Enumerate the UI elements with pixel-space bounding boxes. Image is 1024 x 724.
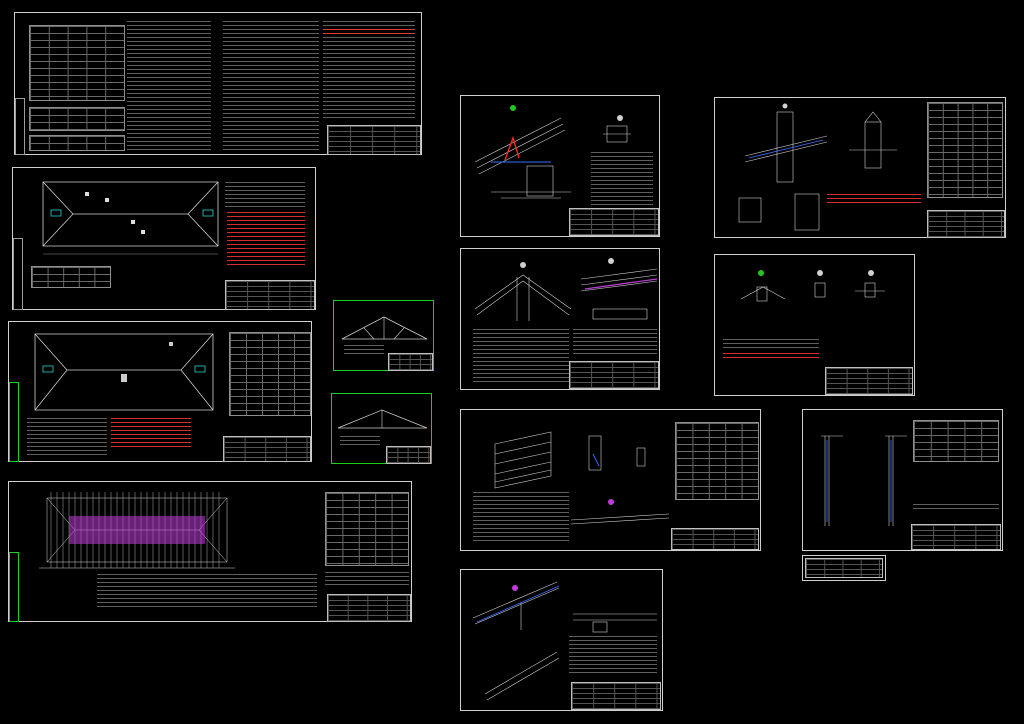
sheet-chimney-detail[interactable] [714,97,1006,238]
ridge-notes-text [473,329,569,385]
reference-docs-table [29,107,125,131]
sheet-truss-detail-2[interactable] [331,393,432,464]
general-notes-text-col-3 [323,21,415,121]
title-block [327,125,421,155]
sheet-side-strip [15,98,25,155]
anchor-notes-red [723,353,819,359]
title-block [927,210,1005,238]
ridge-notes-right [573,329,657,357]
title-block [825,367,913,395]
truss-notes [344,345,384,355]
plan-notes-red-text [227,212,305,268]
title-block [911,524,1001,550]
chimney-section-drawing [738,103,897,231]
general-notes-text-col-1 [127,21,211,151]
roof-plan-drawing [42,181,219,255]
sheet-valley-detail[interactable] [460,569,663,711]
sheet-rafter-layout[interactable] [8,481,412,622]
purlin-notes-text [473,492,569,544]
sheet-eave-detail[interactable] [460,95,660,237]
attached-docs-table [29,135,125,151]
sheet-general-notes[interactable] [14,12,422,155]
title-block [388,353,433,371]
anchor-notes-text [723,339,819,351]
sheet-side-strip [9,552,19,622]
title-block [223,436,311,462]
chimney-notes-red [827,194,921,206]
sheet-ridge-detail[interactable] [460,248,660,390]
truss-drawing [337,409,428,429]
general-notes-text-col-2 [223,21,319,151]
rafter-notes-text [97,574,317,608]
sheet-purlin-detail[interactable] [460,409,761,551]
title-block [569,208,659,236]
title-block [569,361,659,389]
plan-notes-red-text [111,418,191,448]
title-block [327,594,411,622]
general-notes-red-line [323,29,413,35]
sheet-roof-plan-1[interactable] [12,167,316,310]
eave-section-drawing [474,105,631,199]
wall-notes-text [913,504,999,512]
title-block [225,280,315,310]
rafter-plan-drawing [39,492,235,569]
valley-section-drawing [472,581,657,701]
sheet-truss-detail-1[interactable] [333,300,434,371]
anchor-detail-drawing [740,270,885,302]
plan-notes-text [27,418,107,458]
plan-notes-text [225,182,305,210]
title-block [386,446,431,464]
sheet-side-strip [9,382,19,462]
plan-legend-table [31,266,111,288]
truss-notes [340,436,380,446]
valley-notes-text [569,636,657,676]
sheet-side-strip [13,238,23,310]
rafter-specification-table [325,492,409,566]
truss-drawing [341,316,428,340]
chimney-specification-table [927,102,1003,198]
stamp-grid [805,558,883,578]
eave-notes-text [591,152,653,208]
title-block [571,682,661,710]
sheet-anchor-detail[interactable] [714,254,915,396]
purlin-detail-drawing [494,431,670,525]
wall-specification-table [913,420,999,462]
sheet-wall-section[interactable] [802,409,1003,551]
wall-section-drawing [821,435,907,526]
specification-table [229,332,311,416]
ridge-section-drawing [474,258,658,321]
roof-plan-drawing [34,333,214,411]
drawings-list-table [29,25,125,101]
sheet-stamp[interactable] [802,555,886,581]
sheet-roof-plan-2[interactable] [8,321,312,462]
title-block [671,528,759,550]
purlin-specification-table [675,422,759,500]
rafter-notes-right [325,572,409,588]
